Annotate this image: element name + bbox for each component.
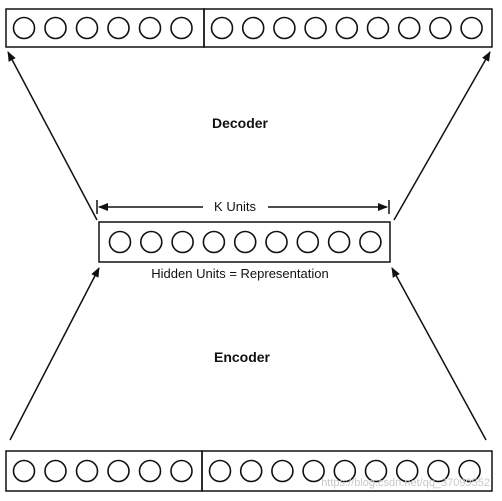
- output-unit: [138, 16, 162, 40]
- input-unit: [271, 459, 294, 483]
- input-unit: [12, 459, 36, 483]
- hidden-layer: [98, 221, 391, 263]
- output-unit: [241, 16, 265, 40]
- output-unit: [397, 16, 421, 40]
- output-unit: [304, 16, 327, 40]
- input-unit: [138, 459, 162, 483]
- input-unit: [44, 459, 67, 483]
- hidden-unit: [202, 230, 226, 254]
- output-layer: [5, 8, 493, 48]
- input-unit: [302, 459, 325, 483]
- output-unit: [75, 16, 99, 40]
- hidden-unit: [171, 230, 194, 254]
- output-unit: [12, 16, 36, 40]
- output-unit: [273, 16, 296, 40]
- input-unit: [333, 459, 357, 483]
- hidden-unit: [359, 230, 382, 254]
- output-unit: [210, 16, 234, 40]
- input-unit: [107, 459, 130, 483]
- input-unit: [458, 459, 481, 483]
- encoder-label: Encoder: [214, 349, 271, 365]
- input-unit: [208, 459, 232, 483]
- k-units-dimension: K Units: [96, 199, 390, 214]
- input-unit: [239, 459, 263, 483]
- output-unit: [170, 16, 193, 40]
- output-unit: [44, 16, 67, 40]
- output-layer-right-box: [203, 8, 493, 48]
- output-unit: [335, 16, 359, 40]
- input-unit: [427, 459, 450, 483]
- input-unit: [364, 459, 388, 483]
- encoder-arrow-left: [9, 267, 100, 441]
- hidden-unit: [233, 230, 257, 254]
- hidden-layer-box: [98, 221, 391, 263]
- k-units-label: K Units: [214, 199, 256, 214]
- output-unit: [429, 16, 452, 40]
- hidden-unit: [265, 230, 288, 254]
- decoder-arrow-left: [7, 51, 98, 221]
- input-unit: [75, 459, 99, 483]
- input-unit: [395, 459, 419, 483]
- watermark: https://blog.csdn.net/qq_37099552: [321, 477, 490, 489]
- output-layer-left-box: [5, 8, 205, 48]
- hidden-unit: [140, 230, 163, 254]
- input-layer-left-box: [5, 450, 203, 492]
- input-layer: [5, 450, 493, 492]
- decoder-label: Decoder: [212, 115, 269, 131]
- output-unit: [460, 16, 483, 40]
- input-unit: [170, 459, 193, 483]
- hidden-unit: [327, 230, 351, 254]
- hidden-unit: [296, 230, 320, 254]
- output-unit: [366, 16, 390, 40]
- hidden-units-label: Hidden Units = Representation: [151, 266, 328, 281]
- encoder-arrow-right: [391, 267, 487, 441]
- decoder-arrow-right: [393, 51, 491, 221]
- hidden-unit: [108, 230, 132, 254]
- input-layer-right-box: [201, 450, 493, 492]
- output-unit: [107, 16, 130, 40]
